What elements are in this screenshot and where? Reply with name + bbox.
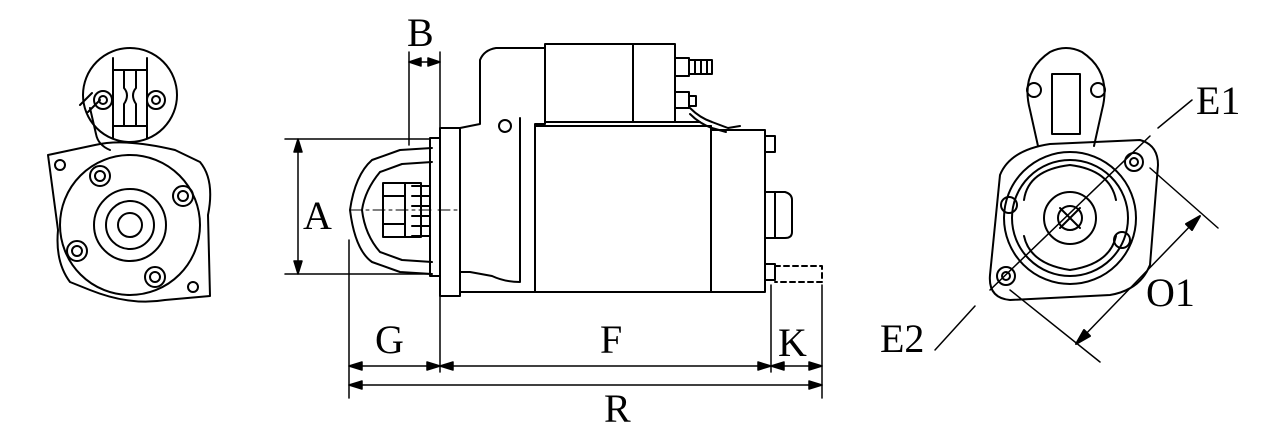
dim-o1-line (1079, 219, 1197, 341)
dim-o1-arrow-bottom (1075, 329, 1091, 345)
label-o1: O1 (1146, 270, 1195, 315)
terminal-stud-top-thread (688, 59, 713, 75)
label-b: B (407, 10, 434, 55)
front-bolt-4-inner (149, 271, 161, 283)
pinion-center (382, 195, 406, 225)
label-g: G (375, 317, 404, 362)
drive-housing (459, 47, 546, 293)
rear-bolt-1-inner (1129, 157, 1139, 167)
rear-bearing (1043, 191, 1097, 245)
bolt-extension (774, 265, 823, 283)
field-cable (689, 107, 741, 133)
terminal-stud-bottom-thread (688, 95, 697, 107)
end-cap (710, 129, 766, 293)
rear-top-hole-right (1090, 82, 1106, 98)
front-shaft (117, 212, 143, 238)
rear-shaft (1057, 205, 1083, 231)
dim-a-arrow-bottom (293, 260, 303, 275)
drive-housing-edge (459, 117, 521, 283)
front-bolt-3 (66, 240, 88, 262)
solenoid-cap (632, 43, 676, 123)
housing-rivet (498, 119, 512, 133)
label-e1: E1 (1196, 78, 1240, 123)
front-cable (79, 92, 111, 151)
mounting-flange (439, 127, 461, 297)
rear-diagonal-centerline (989, 135, 1151, 291)
dim-b-arrow-left (408, 57, 422, 67)
rear-flange (988, 139, 1159, 301)
label-f: F (600, 317, 622, 362)
side-view (349, 43, 823, 297)
dim-b-extension (408, 51, 441, 146)
dim-a-extension (284, 138, 431, 275)
rear-housing-ring (1011, 159, 1129, 277)
front-bolt-1 (89, 165, 111, 187)
dim-g-arrow-left (348, 361, 363, 371)
front-terminal-block (112, 57, 148, 139)
front-view (47, 47, 212, 303)
dim-o1-extension (1009, 167, 1219, 363)
front-housing (59, 154, 201, 296)
front-terminal-nut-right (146, 90, 166, 110)
labels: A B G F K R E1 E2 O1 (303, 10, 1240, 431)
label-k: K (778, 320, 807, 365)
rear-view (934, 47, 1219, 363)
dim-g-arrow-right (426, 361, 441, 371)
dim-r-arrow-right (808, 380, 823, 390)
front-bolt-3-inner (71, 245, 83, 257)
front-flange (47, 141, 212, 303)
rear-bolt-4 (1113, 231, 1131, 249)
dim-b-arrow-right (427, 57, 441, 67)
rear-bolt-3 (1000, 196, 1018, 214)
front-terminal-nut-left (93, 90, 113, 110)
end-cap-bearing (764, 191, 793, 239)
motor-body (534, 125, 712, 293)
terminal-stud-bottom (674, 91, 690, 109)
flange-lip (429, 137, 441, 277)
front-hole-left (54, 159, 66, 171)
dim-f-arrow-right (757, 361, 772, 371)
rear-bolt-1 (1124, 152, 1144, 172)
front-bolt-2-inner (177, 190, 189, 202)
dim-o1-arrow-top (1185, 215, 1201, 231)
rear-top-slot (1051, 73, 1081, 135)
front-hole-right (187, 281, 199, 293)
dim-f-arrow-left (439, 361, 454, 371)
dim-r-arrow-left (348, 380, 363, 390)
label-a: A (303, 193, 332, 238)
front-housing-ring (93, 188, 167, 262)
rear-bolt-2 (996, 266, 1016, 286)
solenoid-body (544, 43, 634, 123)
rear-bolt-2-inner (1001, 271, 1011, 281)
rear-housing (1003, 151, 1137, 285)
label-e2: E2 (880, 316, 924, 361)
dim-k-arrow-right (808, 361, 823, 371)
end-cap-bolt-bottom (764, 263, 776, 281)
end-cap-bolt-top (764, 135, 776, 153)
dim-bottom-extensions (348, 239, 823, 399)
front-terminal-nut-right-inner (151, 95, 161, 105)
rear-top-lug (1026, 47, 1106, 147)
dim-k-arrow-left (770, 361, 785, 371)
dimensions (284, 51, 823, 399)
front-bolt-2 (172, 185, 194, 207)
rear-shaft-slot (1059, 207, 1081, 229)
label-r: R (604, 386, 631, 431)
rear-top-hole-left (1026, 82, 1042, 98)
front-bolt-4 (144, 266, 166, 288)
terminal-stud-top (674, 57, 690, 77)
dim-a-arrow-top (293, 138, 303, 153)
front-housing-boss (105, 200, 155, 250)
front-bolt-1-inner (94, 170, 106, 182)
